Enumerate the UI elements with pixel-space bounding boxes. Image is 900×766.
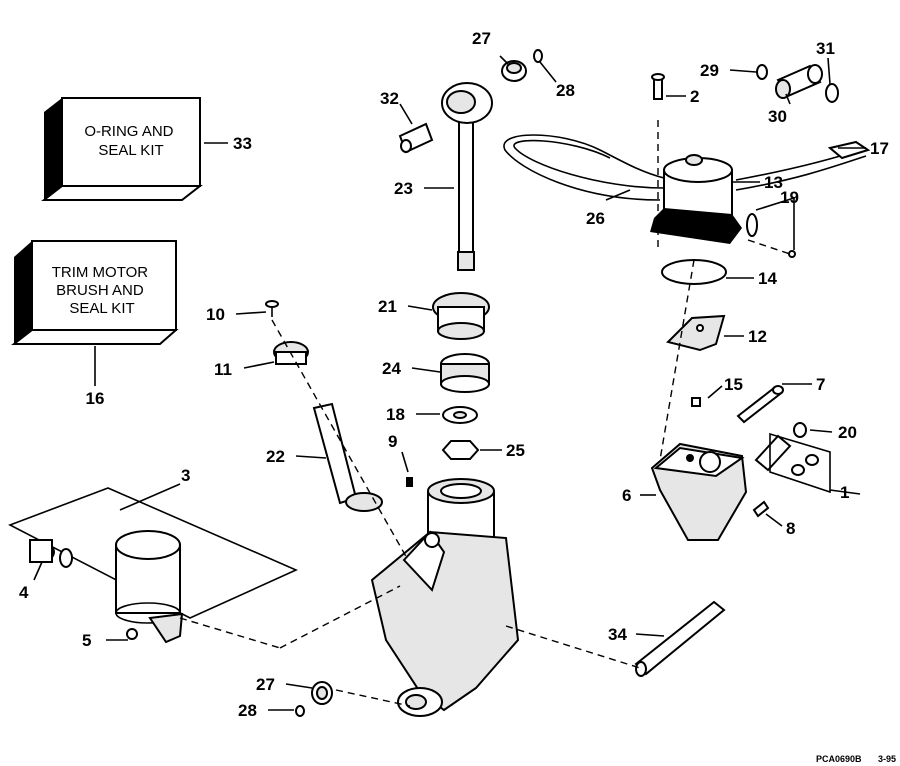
callout-28-top: 28 <box>556 81 575 100</box>
callout-19: 19 <box>780 188 799 207</box>
callout-leaders <box>33 55 866 711</box>
callout-2: 2 <box>690 87 699 106</box>
callout-numbers: 1 2 3 4 5 6 7 8 9 10 11 12 13 14 15 17 1… <box>19 29 889 720</box>
callout-34: 34 <box>608 625 627 644</box>
motor-kit-label: TRIM MOTOR BRUSH AND SEAL KIT <box>52 264 153 317</box>
callout-30: 30 <box>768 107 787 126</box>
fitting-30 <box>775 64 823 99</box>
callout-28-bottom: 28 <box>238 701 257 720</box>
callout-17: 17 <box>870 139 889 158</box>
callout-9: 9 <box>388 432 397 451</box>
callout-21: 21 <box>378 297 397 316</box>
callout-13: 13 <box>764 173 783 192</box>
seal-kit-label: O-RING AND SEAL KIT <box>84 123 177 159</box>
seal-kit-label-line1: O-RING AND <box>84 123 173 140</box>
callout-27-bottom: 27 <box>256 675 275 694</box>
cylinder-housing <box>370 477 520 717</box>
piston-stack <box>432 292 490 460</box>
callout-16: 16 <box>86 389 105 408</box>
callout-11: 11 <box>214 360 232 379</box>
callout-5: 5 <box>82 631 91 650</box>
motor-kit-label-line2: BRUSH AND <box>56 282 144 299</box>
callout-20: 20 <box>838 423 857 442</box>
callout-31: 31 <box>816 39 835 58</box>
callout-4: 4 <box>19 583 29 602</box>
piston-rod-assembly <box>398 49 543 271</box>
callout-1: 1 <box>840 483 849 502</box>
figure-code: PCA0690B <box>816 754 862 764</box>
callout-23: 23 <box>394 179 413 198</box>
callout-22: 22 <box>266 447 285 466</box>
callout-3: 3 <box>181 466 190 485</box>
callout-29: 29 <box>700 61 719 80</box>
callout-25: 25 <box>506 441 525 460</box>
seal-kit-box: O-RING AND SEAL KIT 33 <box>41 97 252 201</box>
assembly-dashed-lines <box>179 120 791 707</box>
callout-7: 7 <box>816 375 825 394</box>
pivot-pin <box>634 600 726 677</box>
trim-motor-kit-box: TRIM MOTOR BRUSH AND SEAL KIT 16 <box>11 240 179 408</box>
callout-15: 15 <box>724 375 743 394</box>
callout-18: 18 <box>386 405 405 424</box>
reservoir-assembly <box>8 487 298 644</box>
seal-kit-label-line2: SEAL KIT <box>98 142 163 159</box>
callout-33: 33 <box>233 134 252 153</box>
callout-8: 8 <box>786 519 795 538</box>
callout-27-top: 27 <box>472 29 491 48</box>
callout-12: 12 <box>748 327 767 346</box>
callout-26: 26 <box>586 209 605 228</box>
motor-kit-label-line1: TRIM MOTOR <box>52 264 149 281</box>
motor-kit-label-line3: SEAL KIT <box>69 300 134 317</box>
callout-14: 14 <box>758 269 777 288</box>
callout-24: 24 <box>382 359 401 378</box>
callout-10: 10 <box>206 305 225 324</box>
callout-32: 32 <box>380 89 399 108</box>
valve-body <box>650 385 831 541</box>
trim-motor <box>503 73 871 258</box>
fill-plug-assembly <box>265 300 383 512</box>
figure-date: 3-95 <box>878 754 896 764</box>
callout-6: 6 <box>622 486 631 505</box>
